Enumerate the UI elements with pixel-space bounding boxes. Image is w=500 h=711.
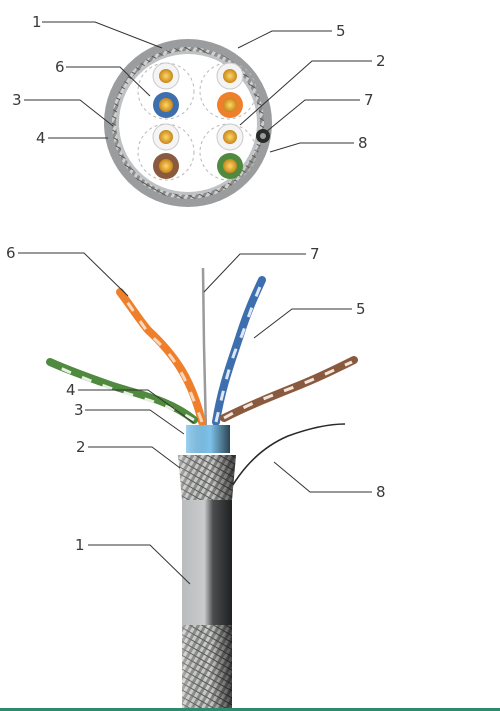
top-labels: 1 2 3 4 5 6 7 8 [12,13,386,152]
leader-top-2 [239,60,372,126]
label-top-6: 6 [55,58,65,76]
label-bottom-7: 7 [310,245,320,263]
label-bottom-2: 2 [76,438,86,456]
label-top-4: 4 [36,129,46,147]
leader-top-3 [24,99,114,127]
label-top-1: 1 [32,13,42,31]
pair-boundary [137,62,195,120]
conductor-white-green [216,123,244,151]
label-bottom-5: 5 [356,300,366,318]
label-bottom-6: 6 [6,244,16,262]
conductor-white-brown [152,123,180,151]
label-bottom-4: 4 [66,381,76,399]
conductor-orange [217,92,243,118]
conductor-blue [153,92,179,118]
pair-blue [212,276,266,426]
pair-boundary [199,123,257,181]
cross-section [104,39,272,207]
leader-bottom-7 [203,253,306,293]
drain-wire-strand [201,267,208,433]
label-top-2: 2 [376,52,386,70]
conductor-white-blue [152,62,180,90]
leader-top-6 [66,66,151,97]
pair-orange [116,288,206,426]
conductor-brown [153,153,179,179]
label-bottom-3: 3 [74,401,84,419]
pair-boundary [137,123,195,181]
conductor-white-orange [216,62,244,90]
pair-brown [220,356,358,422]
drain-wire-loose [225,423,346,498]
leader-top-8 [269,142,354,153]
leader-top-1 [42,21,163,49]
leader-bottom-1 [88,544,191,585]
outer-jacket [182,500,232,625]
top-leader-lines [24,21,372,153]
bottom-leader-lines [18,252,372,585]
cable-side-view [46,267,358,711]
label-top-3: 3 [12,91,22,109]
label-bottom-8: 8 [376,483,386,501]
bottom-border [0,708,500,711]
pair-green [46,358,198,424]
leader-bottom-4 [78,389,195,424]
leader-top-5 [237,30,332,49]
leader-bottom-6 [18,252,129,297]
label-bottom-1: 1 [75,536,85,554]
label-top-5: 5 [336,22,346,40]
conductor-green [217,153,243,179]
leader-top-7 [265,99,360,133]
label-top-8: 8 [358,134,368,152]
label-top-7: 7 [364,91,374,109]
drain-wire [256,129,270,143]
leader-bottom-3 [85,409,185,435]
leader-bottom-2 [88,446,181,469]
leader-bottom-8 [273,461,372,493]
leader-bottom-5 [253,308,352,339]
bottom-labels: 1 2 3 4 5 6 7 8 [6,244,386,554]
pair-boundary [199,62,257,120]
